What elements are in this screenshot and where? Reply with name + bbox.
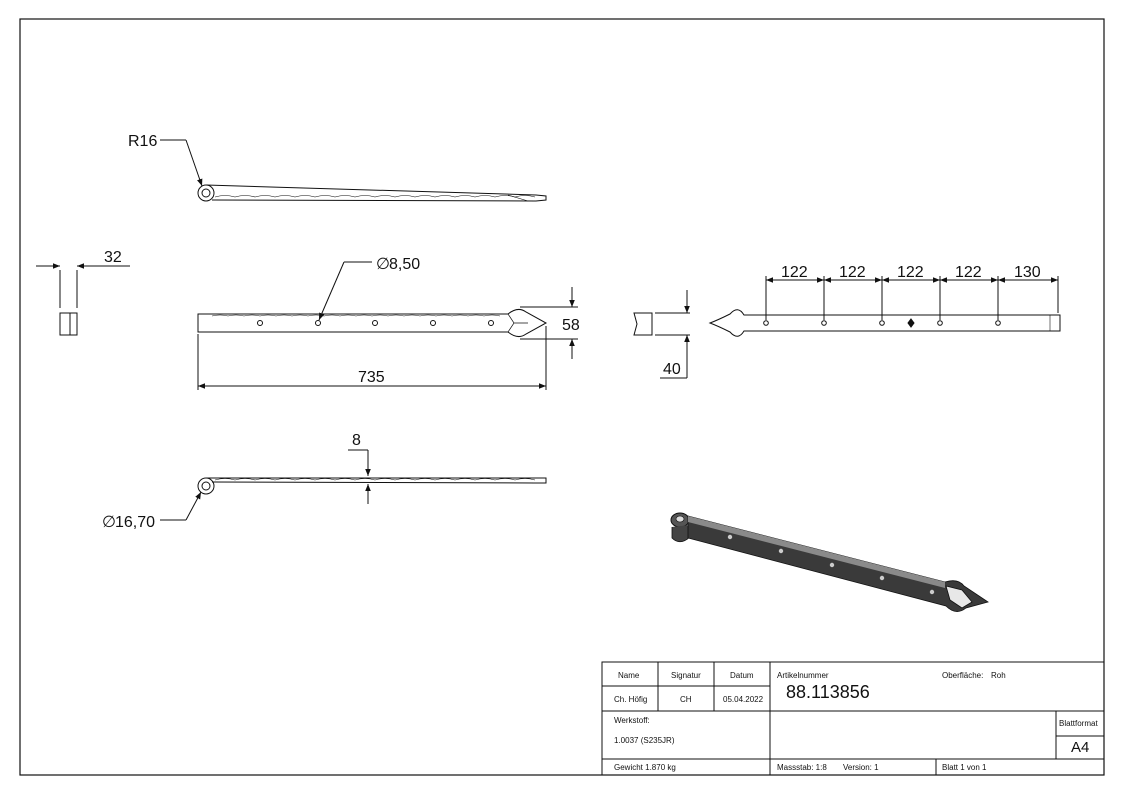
drawing-frame (19, 18, 1105, 776)
hinge-eye-inner (201, 188, 211, 198)
tb-col-name: Name (618, 671, 640, 680)
tb-name: Ch. Höfig (614, 695, 647, 704)
mount-hole (821, 320, 827, 326)
dim-spacing-1: 122 (781, 264, 808, 281)
dim-eye-diameter-symbol: ∅ (102, 514, 116, 531)
mount-hole (879, 320, 885, 326)
dim-radius: R16 (128, 133, 157, 150)
marker-glyph (907, 318, 915, 328)
tb-col-signature: Signatur (671, 671, 701, 680)
tb-article-number: 88.113856 (786, 682, 870, 702)
tb-sheet: Blatt 1 von 1 (942, 763, 987, 772)
tb-surface-label: Oberfläche: (942, 671, 983, 680)
hinge-eye-outer (197, 477, 215, 495)
tb-date: 05.04.2022 (723, 695, 764, 704)
tb-material-value: 1.0037 (S235JR) (614, 736, 675, 745)
dim-tip-width: 58 (562, 317, 580, 334)
dim-hole-diameter: 8,50 (389, 256, 420, 273)
dim-hole-diameter-symbol: ∅ (376, 256, 390, 273)
dim-spacing-4: 122 (955, 264, 982, 281)
front-view (197, 261, 578, 390)
isometric-view (670, 512, 989, 612)
tb-version: Version: 1 (843, 763, 879, 772)
mount-hole (488, 320, 494, 326)
mount-hole (995, 320, 1001, 326)
tb-article-label: Artikelnummer (777, 671, 829, 680)
mount-hole (372, 320, 378, 326)
tb-material-label: Werkstoff: (614, 716, 650, 725)
title-block (601, 661, 1105, 776)
end-view-right (633, 290, 690, 379)
dim-length: 735 (358, 369, 385, 386)
dim-spacing-5: 130 (1014, 264, 1041, 281)
mount-hole (257, 320, 263, 326)
tb-format-value: A4 (1071, 739, 1089, 756)
dim-strap-thickness: 8 (352, 432, 361, 449)
hinge-eye-outer (197, 184, 215, 202)
tb-col-date: Datum (730, 671, 754, 680)
top-side-view (160, 139, 547, 202)
dim-thickness-side: 32 (104, 249, 122, 266)
mount-hole (763, 320, 769, 326)
dim-spacing-2: 122 (839, 264, 866, 281)
mount-hole (430, 320, 436, 326)
top-view (708, 276, 1061, 337)
bottom-side-view (160, 449, 547, 521)
tb-scale: Massstab: 1:8 (777, 763, 827, 772)
dim-strap-width: 40 (663, 361, 681, 378)
hinge-eye-inner (201, 481, 211, 491)
strap-outline (197, 308, 548, 338)
tb-weight: Gewicht 1.870 kg (614, 763, 676, 772)
tb-format-label: Blattformat (1059, 719, 1098, 728)
end-view-left (36, 263, 130, 336)
strap-hammer-texture (214, 195, 536, 198)
tb-signature: CH (680, 695, 692, 704)
mount-hole (315, 320, 321, 326)
tb-surface-value: Roh (991, 671, 1006, 680)
strap-profile (205, 184, 547, 202)
mount-hole (937, 320, 943, 326)
dim-spacing-3: 122 (897, 264, 924, 281)
dim-eye-diameter: 16,70 (115, 514, 155, 531)
strap-outline (708, 309, 1061, 337)
